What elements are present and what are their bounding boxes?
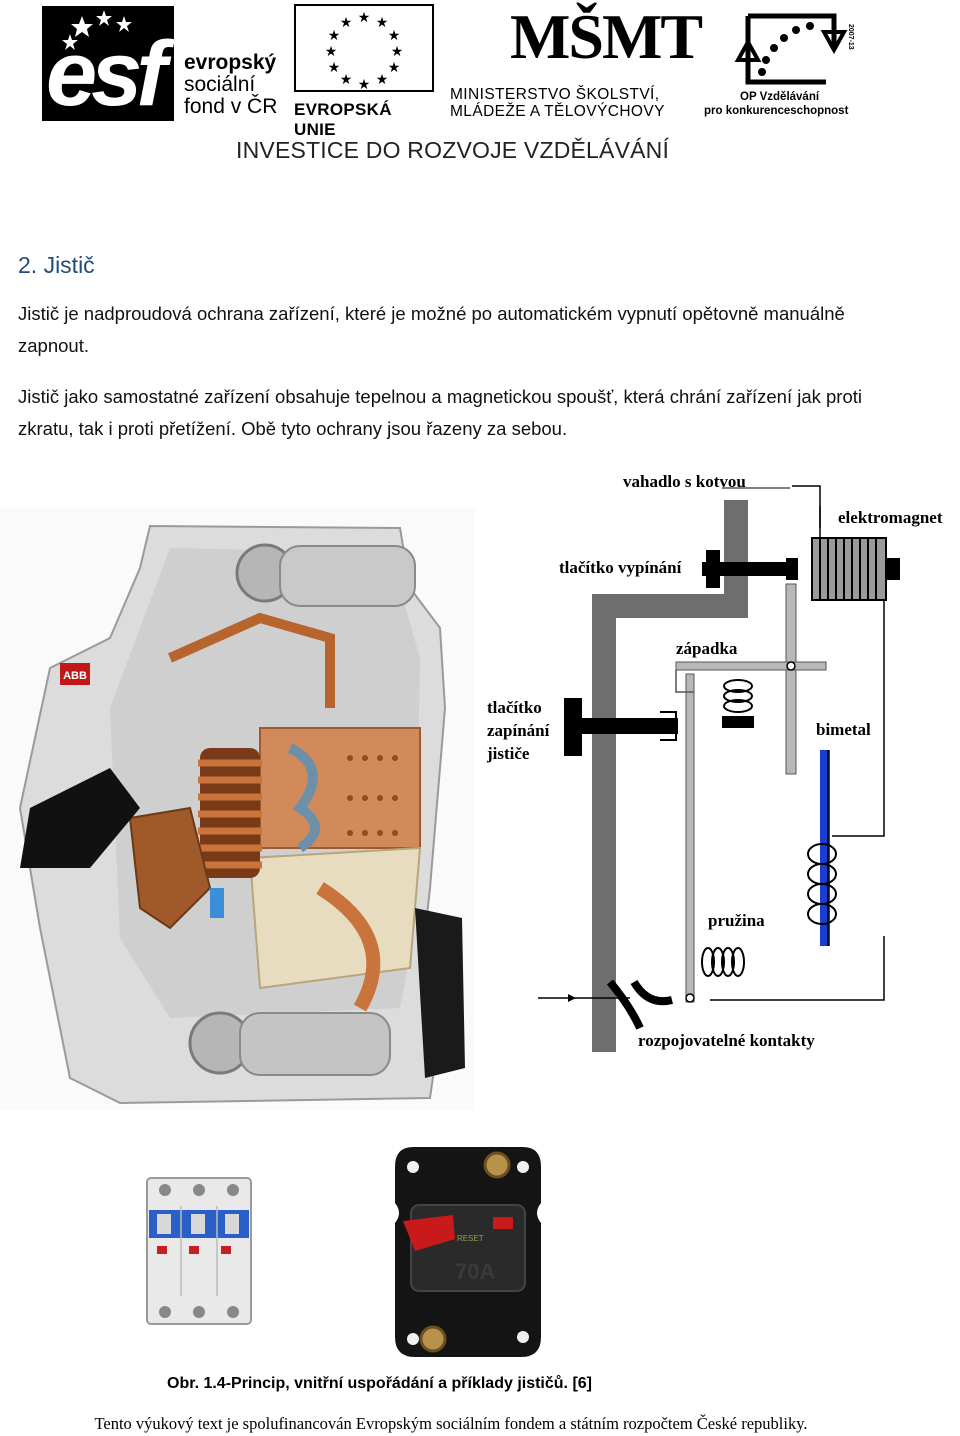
paragraph-1: Jistič je nadproudová ochrana zařízení, … <box>18 303 845 356</box>
breaker-cutaway-photo: ABB <box>0 508 475 1110</box>
label-rozpojovatelne: rozpojovatelné kontakty <box>638 1031 815 1050</box>
msmt-name: MINISTERSTVO ŠKOLSTVÍ, MLÁDEŽE A TĚLOVÝC… <box>450 86 665 120</box>
eu-label: EVROPSKÁ UNIE <box>294 100 392 139</box>
label-vahadlo: vahadlo s kotvou <box>623 472 746 491</box>
esf-logo: esf evropský sociální fond v ČR <box>42 6 282 121</box>
esf-logo-mark: esf <box>42 6 174 121</box>
esf-name: evropský sociální fond v ČR <box>184 52 277 118</box>
marine-reset-label: RESET <box>457 1234 484 1243</box>
msmt-line-2: MLÁDEŽE A TĚLOVÝCHOVY <box>450 103 665 120</box>
section-title: 2. Jistič <box>18 252 95 278</box>
label-pruzina: pružina <box>708 911 765 930</box>
figure-caption: Obr. 1.4-Princip, vnitřní uspořádání a p… <box>167 1375 592 1392</box>
msmt-mark: MŠMT <box>510 1 703 72</box>
investice-banner: INVESTICE DO ROZVOJE VZDĚLÁVÁNÍ <box>236 137 670 163</box>
esf-line-3: fond v ČR <box>184 95 278 118</box>
marine-rating-label: 70A <box>455 1259 495 1284</box>
msmt-line-1: MINISTERSTVO ŠKOLSTVÍ, <box>450 86 660 103</box>
eu-flag-icon: ★ ★ ★ ★ ★ ★ ★ ★ ★ ★ ★ ★ <box>294 4 434 92</box>
esf-line-2: sociální <box>184 73 256 96</box>
label-elektromagnet: elektromagnet <box>838 508 943 527</box>
op-logo: 2007-13 OP Vzdělávání pro konkurencescho… <box>704 2 864 124</box>
label-tlacitko-2: zapínání <box>487 721 550 740</box>
svg-text:★: ★ <box>328 60 341 76</box>
svg-text:★: ★ <box>388 28 401 44</box>
three-pole-breaker-photo <box>145 1176 253 1326</box>
label-bimetal: bimetal <box>816 720 871 739</box>
marine-circuit-breaker-photo: RESET 70A <box>393 1143 543 1361</box>
breaker-principle-diagram: vahadlo s kotvou elektromagnet tlačítko … <box>480 466 960 1056</box>
svg-text:★: ★ <box>376 72 389 88</box>
svg-text:★: ★ <box>358 10 371 26</box>
label-tlacitko-3: jističe <box>487 744 530 763</box>
paragraph-2: Jistič jako samostatné zařízení obsahuje… <box>18 386 862 439</box>
svg-text:★: ★ <box>328 28 341 44</box>
op-line-1: OP Vzdělávání <box>740 91 820 103</box>
svg-text:★: ★ <box>325 44 338 60</box>
esf-letters: esf <box>46 23 167 125</box>
svg-text:★: ★ <box>391 44 404 60</box>
label-tlacitko-1: tlačítko <box>487 698 542 717</box>
svg-text:★: ★ <box>358 77 371 90</box>
label-tlacitko-vypinani: tlačítko vypínání <box>559 558 682 577</box>
svg-text:★: ★ <box>340 72 353 88</box>
page-footer: Tento výukový text je spolufinancován Ev… <box>94 1414 808 1433</box>
msmt-logo: MŠMT MINISTERSTVO ŠKOLSTVÍ, MLÁDEŽE A TĚ… <box>448 2 703 124</box>
op-line-2: pro konkurenceschopnost <box>704 105 849 117</box>
eu-logo: ★ ★ ★ ★ ★ ★ ★ ★ ★ ★ ★ ★ EVROPSKÁ UNIE <box>294 4 436 139</box>
esf-line-1: evropský <box>184 51 277 74</box>
svg-text:★: ★ <box>340 15 353 31</box>
op-name: OP Vzdělávání pro konkurenceschopnost <box>704 90 864 118</box>
op-years: 2007-13 <box>847 24 854 50</box>
op-emblem-icon <box>734 13 848 85</box>
abb-brand: ABB <box>63 670 87 682</box>
label-zapadka: západka <box>676 639 738 658</box>
esf-stars-icon <box>62 10 132 50</box>
svg-text:★: ★ <box>376 15 389 31</box>
svg-text:★: ★ <box>388 60 401 76</box>
